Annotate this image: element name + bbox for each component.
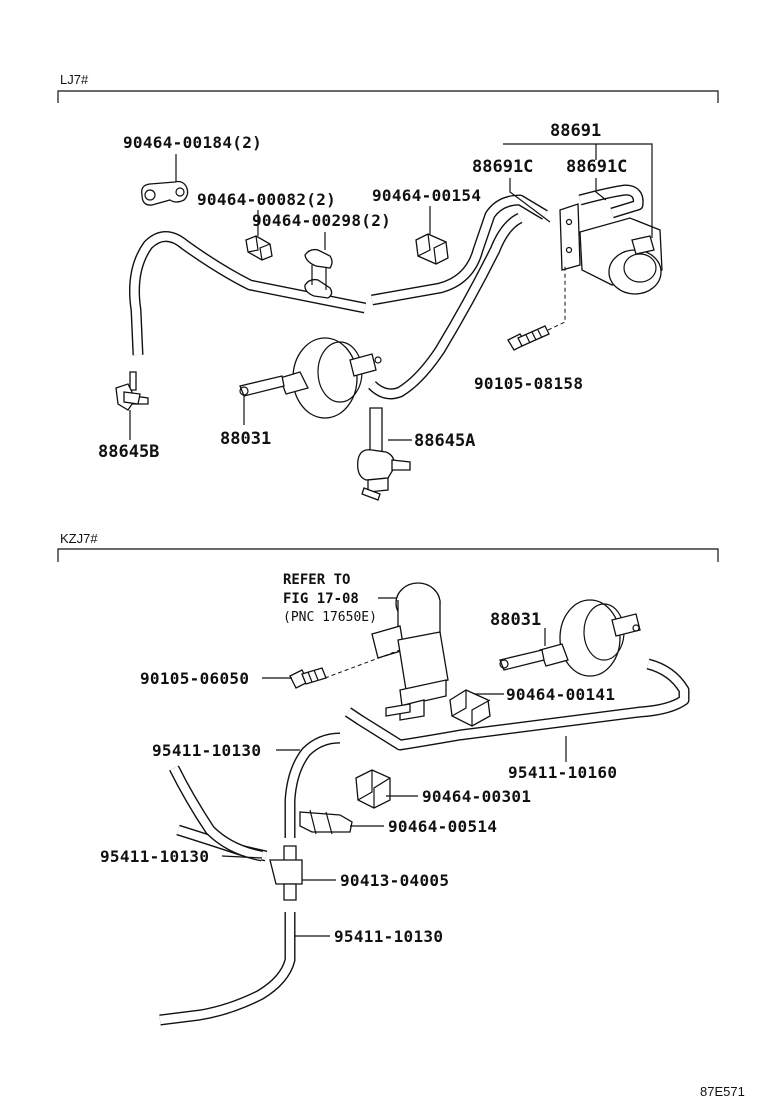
label-90464-00184: 90464-00184(2) (123, 133, 262, 152)
label-95411-10160: 95411-10160 (508, 763, 617, 782)
label-90105-08158: 90105-08158 (474, 374, 583, 393)
clip-90464-00301 (355, 769, 391, 809)
label-88031-lj7: 88031 (220, 429, 271, 449)
label-95411-10130-upper: 95411-10130 (152, 741, 261, 760)
joint-90413-04005 (269, 845, 303, 901)
section-code-lj7: LJ7# (60, 72, 89, 87)
vsv-assembly-88691 (559, 203, 663, 295)
section-code-kzj7: KZJ7# (60, 531, 98, 546)
label-90105-06050: 90105-06050 (140, 669, 249, 688)
clip-90464-00514 (299, 809, 353, 835)
label-88645a: 88645A (414, 431, 475, 451)
label-90464-00154: 90464-00154 (372, 186, 481, 205)
figure-code: 87E571 (700, 1084, 745, 1099)
valve-88645a (357, 407, 411, 501)
label-90464-00301: 90464-00301 (422, 787, 531, 806)
label-90464-00514: 90464-00514 (388, 817, 497, 836)
clip-90464-00184 (141, 180, 189, 206)
clip-90464-00154 (415, 233, 449, 265)
refer-note-line1: REFER TO (283, 572, 350, 588)
label-88645b: 88645B (98, 442, 159, 462)
vacuum-hose-lj7-main (129, 184, 644, 400)
refer-note-line2: FIG 17-08 (283, 591, 359, 607)
bolt-90105-08158 (507, 265, 566, 351)
label-90464-00298: 90464-00298(2) (252, 211, 391, 230)
clip-90464-00141 (449, 689, 491, 727)
label-88691c-right: 88691C (566, 157, 627, 177)
refer-note-line3: (PNC 17650E) (283, 610, 377, 625)
label-90413-04005: 90413-04005 (340, 871, 449, 890)
label-88691c-left: 88691C (472, 157, 533, 177)
bolt-90105-06050 (289, 667, 327, 689)
label-95411-10130-lower: 95411-10130 (334, 927, 443, 946)
section-bracket-lj7 (57, 90, 719, 103)
valve-88645b (115, 371, 149, 411)
clip-90464-00082 (245, 235, 273, 261)
label-90464-00141: 90464-00141 (506, 685, 615, 704)
section-bracket-kzj7 (57, 548, 719, 562)
section-lj7: LJ7# (57, 72, 719, 501)
label-90464-00082: 90464-00082(2) (197, 190, 336, 209)
actuator-88031-kzj7 (499, 599, 641, 677)
vsv-reference-part (324, 582, 449, 721)
label-88031-kzj7: 88031 (490, 610, 541, 630)
label-88691: 88691 (550, 121, 601, 141)
clip-90464-00298 (304, 248, 333, 299)
label-95411-10130-left: 95411-10130 (100, 847, 209, 866)
section-kzj7: KZJ7# REFER TO FIG 17-08 (PNC 17650E) (57, 531, 719, 1026)
actuator-88031-lj7 (239, 337, 382, 419)
hoses-kzj7 (159, 658, 690, 1026)
